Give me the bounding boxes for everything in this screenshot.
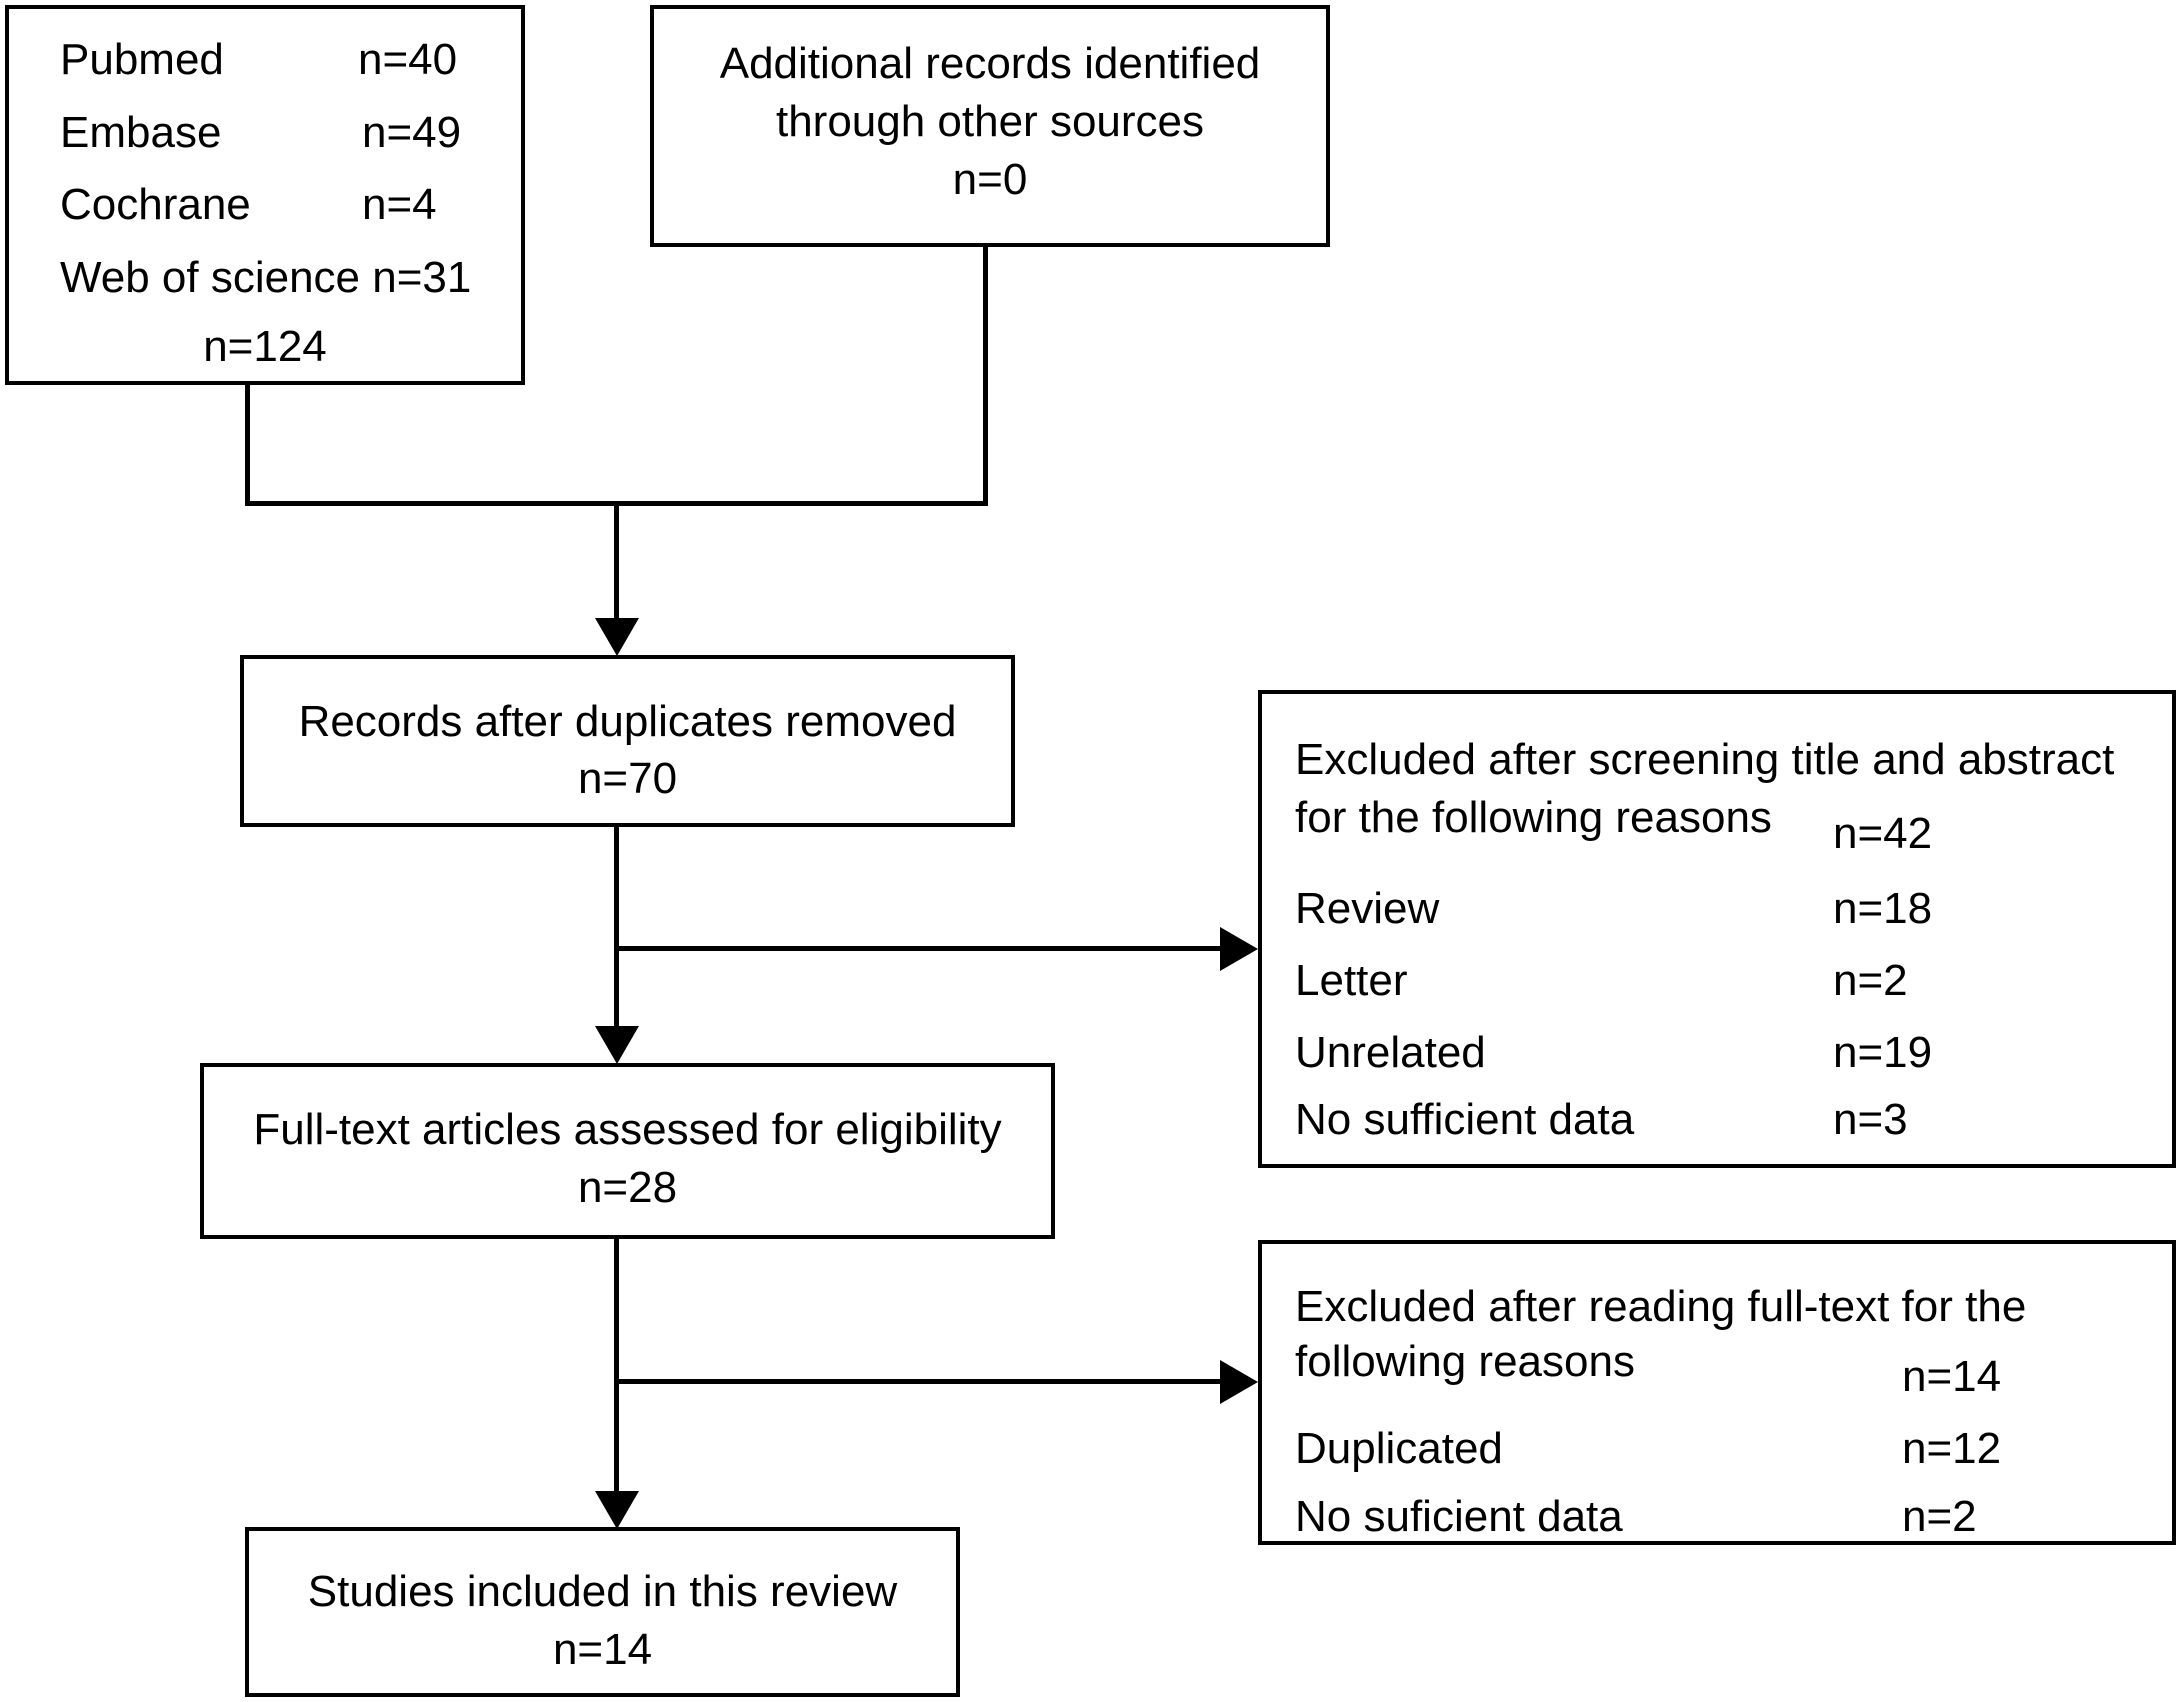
records-after-duplicates-count: n=70 <box>577 754 678 803</box>
excluded-screening-header-line1: Excluded after screening title and abstr… <box>1295 735 2115 784</box>
excluded-screening-reason-label-no-sufficient-data: No sufficient data <box>1295 1095 1635 1144</box>
excluded-fulltext-header-count: n=14 <box>1902 1352 2002 1401</box>
connector-fulltext-to-included <box>614 1239 619 1495</box>
studies-included-count: n=14 <box>552 1625 653 1674</box>
source-row-label-cochrane: Cochrane <box>60 180 251 229</box>
excluded-screening-reason-value-unrelated: n=19 <box>1833 1028 1933 1077</box>
full-text-assessed-line1: Full-text articles assessed for eligibil… <box>253 1105 1002 1154</box>
excluded-screening-reason-value-review: n=18 <box>1833 884 1933 933</box>
additional-records-line1: Additional records identified <box>719 39 1261 88</box>
excluded-fulltext-header-line1: Excluded after reading full-text for the <box>1295 1282 2027 1331</box>
arrowhead-to-excluded-fulltext-box <box>1220 1360 1258 1404</box>
excluded-screening-header-line2: for the following reasons <box>1295 793 1772 842</box>
arrowhead-to-fulltext-box <box>595 1026 639 1064</box>
database-sources-box <box>5 5 525 385</box>
connector-records-to-excluded-screening <box>614 946 1222 951</box>
additional-records-box <box>650 5 1330 247</box>
excluded-fulltext-box <box>1258 1240 2176 1545</box>
excluded-fulltext-header-line2: following reasons <box>1295 1337 1635 1386</box>
full-text-assessed-box <box>200 1063 1055 1239</box>
connector-fulltext-to-excluded-fulltext <box>614 1379 1222 1384</box>
excluded-screening-reason-value-no-sufficient-data: n=3 <box>1833 1095 1908 1144</box>
source-row-value-cochrane: n=4 <box>362 180 437 229</box>
connector-records-to-fulltext <box>614 827 619 1030</box>
connector-merge-trunk <box>614 501 619 623</box>
excluded-screening-reason-label-review: Review <box>1295 884 1440 933</box>
excluded-fulltext-reason-label-duplicated: Duplicated <box>1295 1424 1503 1473</box>
studies-included-line1: Studies included in this review <box>307 1567 898 1616</box>
excluded-screening-box <box>1258 690 2176 1168</box>
excluded-fulltext-reason-label-no-suficient-data: No suficient data <box>1295 1492 1623 1541</box>
additional-records-count: n=0 <box>952 155 1028 204</box>
excluded-screening-header-count: n=42 <box>1833 809 1933 858</box>
excluded-screening-reason-value-letter: n=2 <box>1833 956 1908 1005</box>
source-row-label-embase: Embase <box>60 108 222 157</box>
source-row-value-pubmed: n=40 <box>358 35 458 84</box>
connector-additional-down <box>983 247 988 506</box>
excluded-screening-reason-label-letter: Letter <box>1295 956 1408 1005</box>
source-row-label-web-of-science: Web of science n=31 <box>60 253 472 302</box>
excluded-fulltext-reason-value-duplicated: n=12 <box>1902 1424 2002 1473</box>
connector-sources-down <box>245 385 250 506</box>
arrowhead-to-excluded-screening-box <box>1220 927 1258 971</box>
source-row-label-pubmed: Pubmed <box>60 35 224 84</box>
excluded-fulltext-reason-value-no-suficient-data: n=2 <box>1902 1492 1977 1541</box>
studies-included-box <box>245 1527 960 1697</box>
arrowhead-to-records-box <box>595 618 639 656</box>
records-after-duplicates-box <box>240 655 1015 827</box>
additional-records-line2: through other sources <box>775 97 1205 146</box>
full-text-assessed-count: n=28 <box>577 1163 678 1212</box>
arrowhead-to-included-box <box>595 1491 639 1529</box>
database-sources-total: n=124 <box>203 322 327 371</box>
excluded-screening-reason-label-unrelated: Unrelated <box>1295 1028 1486 1077</box>
source-row-value-embase: n=49 <box>362 108 462 157</box>
records-after-duplicates-line1: Records after duplicates removed <box>298 697 957 746</box>
